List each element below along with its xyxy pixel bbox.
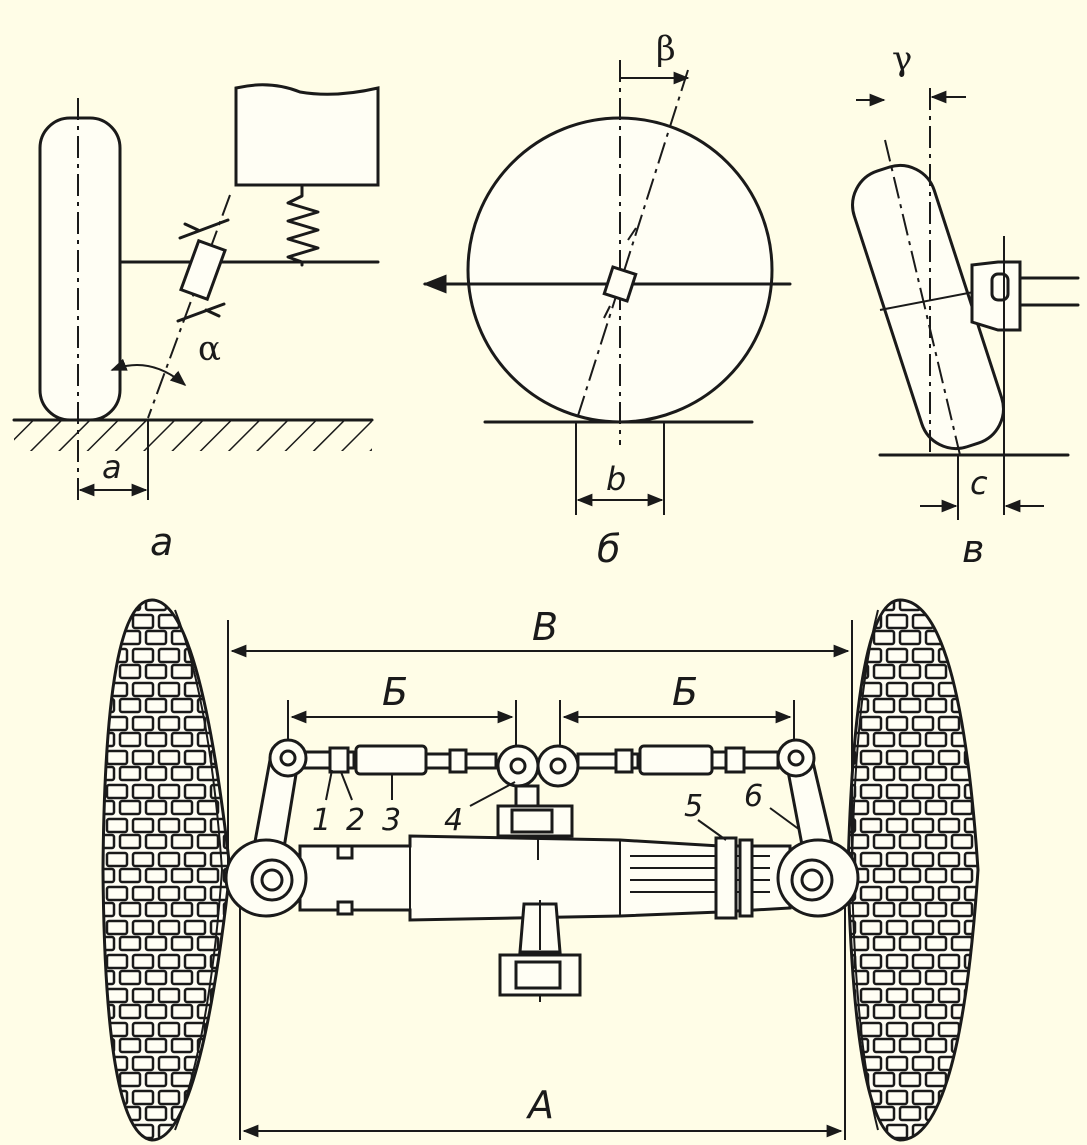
part-label-5: 5 bbox=[684, 789, 727, 841]
wheel-side-view bbox=[38, 116, 122, 422]
kingpin-offset-label: b bbox=[606, 460, 626, 498]
caster-angle-label: α bbox=[198, 329, 221, 369]
vehicle-body bbox=[234, 83, 380, 187]
panel-c: γ c в bbox=[851, 39, 1080, 571]
svg-text:2: 2 bbox=[346, 803, 365, 838]
left-tie-rod bbox=[290, 744, 498, 776]
panel-b: β b б bbox=[422, 29, 792, 571]
kingpin-housing bbox=[179, 238, 227, 302]
left-tire bbox=[101, 598, 232, 1142]
right-tire bbox=[846, 598, 980, 1142]
panel-a: α a а bbox=[12, 83, 380, 564]
kingpin-hub bbox=[602, 265, 638, 303]
panel-a-caption: а bbox=[150, 520, 173, 564]
part-label-6: 6 bbox=[744, 779, 801, 831]
caster-offset-label: a bbox=[102, 448, 122, 486]
inclination-angle-label: β bbox=[656, 29, 676, 69]
wheel-plane-axis bbox=[884, 139, 961, 456]
svg-text:1: 1 bbox=[312, 803, 331, 838]
part-label-3: 3 bbox=[382, 774, 401, 838]
right-tie-rod-label: Б bbox=[672, 670, 698, 714]
ground-hatch bbox=[14, 421, 372, 451]
svg-text:6: 6 bbox=[744, 779, 763, 814]
svg-text:5: 5 bbox=[684, 789, 703, 824]
svg-text:3: 3 bbox=[382, 803, 401, 838]
right-tie-rod bbox=[576, 744, 780, 776]
left-hub bbox=[224, 838, 308, 918]
svg-text:4: 4 bbox=[444, 803, 463, 838]
panel-b-caption: б bbox=[597, 527, 620, 571]
splined-section bbox=[630, 836, 770, 920]
axle-assembly: В А Б Б bbox=[101, 598, 980, 1142]
suspension-spring bbox=[286, 183, 320, 267]
part-label-4: 4 bbox=[444, 781, 516, 838]
steering-bracket-upper bbox=[496, 784, 574, 860]
part-label-1: 1 bbox=[312, 769, 333, 838]
camber-offset-label: c bbox=[970, 464, 988, 502]
front-track-label: В bbox=[532, 605, 558, 649]
right-hub bbox=[776, 838, 860, 918]
left-tie-rod-label: Б bbox=[382, 670, 408, 714]
panel-c-caption: в bbox=[962, 527, 984, 571]
steering-bracket-lower bbox=[498, 900, 582, 1002]
part-label-2: 2 bbox=[340, 771, 365, 838]
caster-angle-arc bbox=[110, 358, 187, 387]
rear-track-label: А bbox=[525, 1083, 554, 1127]
inclined-kingpin-axis bbox=[575, 69, 689, 423]
camber-angle-label: γ bbox=[892, 39, 912, 79]
